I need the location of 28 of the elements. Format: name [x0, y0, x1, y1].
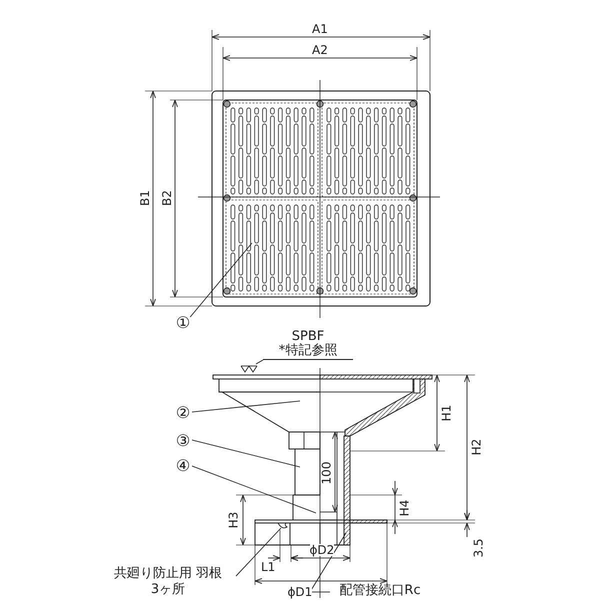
callout-number: ③: [174, 431, 192, 450]
dimension-label: B1: [138, 190, 151, 206]
dimension-label: H1: [440, 404, 452, 422]
note-text: *特記参照: [278, 344, 338, 358]
leader-line: [192, 400, 300, 412]
note-label: [263, 330, 353, 360]
dimension-label: L1: [261, 561, 276, 573]
dimension-label: H3: [226, 512, 239, 528]
dimension-label: 3.5: [472, 538, 484, 558]
callout-number: ②: [174, 403, 192, 422]
leader-line: [190, 242, 252, 318]
leader-line: [192, 466, 316, 514]
leader-line: [256, 360, 264, 364]
leader-line: [236, 528, 282, 576]
dimension-label: H2: [470, 438, 482, 456]
dimension-label: H4: [398, 500, 410, 516]
dimension-label: ϕD2: [310, 544, 334, 556]
dimension-label: 100: [320, 462, 332, 484]
note-text: 配管接続口Rc: [338, 583, 422, 599]
leader-line: [192, 440, 300, 468]
note-text: 共廻り防止用 羽根3ヶ所: [112, 566, 224, 598]
finish-code: SPBF: [292, 330, 324, 344]
dimension-label: B2: [160, 190, 173, 206]
callout-number: ④: [174, 456, 192, 476]
callout-number: ①: [174, 313, 192, 332]
dimension-label: A2: [312, 44, 328, 56]
dimension-label: ϕD1: [288, 586, 312, 598]
dimension-label: A1: [312, 23, 328, 35]
